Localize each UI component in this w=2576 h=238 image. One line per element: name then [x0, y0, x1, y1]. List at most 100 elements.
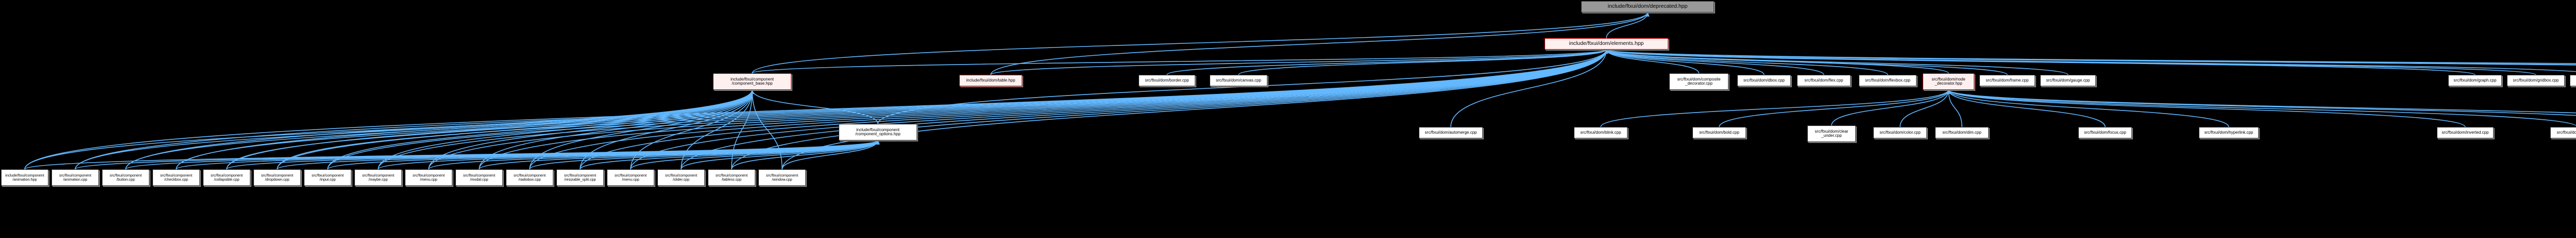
graph-node-n6[interactable]: src/ftxui/dom/composite _decorator.cpp: [1669, 73, 1728, 90]
graph-node-label: include/ftxui/dom/elements.hpp: [1569, 41, 1644, 47]
graph-edge: [1605, 49, 2476, 75]
graph-node-n10[interactable]: src/ftxui/dom/node _decorator.hpp: [1923, 73, 1974, 90]
graph-node-n47[interactable]: src/ftxui/component /window.cpp: [758, 169, 806, 186]
graph-node-n2[interactable]: include/ftxui/component /component_base.…: [713, 73, 791, 90]
graph-edge: [529, 140, 880, 170]
graph-node-n0[interactable]: include/ftxui/dom/deprecated.hpp: [1581, 1, 1714, 12]
graph-node-n14[interactable]: src/ftxui/dom/gridbox.cpp: [2507, 75, 2565, 86]
graph-edge: [378, 49, 1608, 170]
graph-node-label: include/ftxui/dom/table.hpp: [966, 78, 1015, 83]
graph-node-n34[interactable]: src/ftxui/component /button.cpp: [102, 169, 149, 186]
graph-node-n1[interactable]: include/ftxui/dom/elements.hpp: [1545, 38, 1668, 50]
graph-edge: [529, 49, 1608, 170]
graph-edge: [277, 140, 880, 170]
graph-edge: [226, 49, 1608, 170]
graph-node-n9[interactable]: src/ftxui/dom/flexbox.cpp: [1859, 75, 1917, 86]
graph-edge: [731, 89, 754, 170]
graph-edge: [731, 140, 880, 170]
graph-edge: [479, 49, 1608, 170]
graph-node-label: include/ftxui/dom/deprecated.hpp: [1607, 4, 1688, 10]
graph-node-n37[interactable]: src/ftxui/component /dropdown.cpp: [253, 169, 301, 186]
graph-node-n3[interactable]: include/ftxui/dom/table.hpp: [959, 75, 1022, 86]
graph-node-label: include/ftxui/component /component_base.…: [730, 77, 774, 86]
graph-edge: [782, 49, 1608, 170]
graph-node-n25[interactable]: src/ftxui/dom/dim.cpp: [1935, 127, 1989, 138]
graph-node-n5[interactable]: src/ftxui/dom/canvas.cpp: [1210, 75, 1267, 86]
graph-node-n11[interactable]: src/ftxui/dom/frame.cpp: [1979, 75, 2035, 86]
graph-edge: [75, 89, 754, 170]
graph-edge: [479, 89, 754, 170]
graph-node-n21[interactable]: src/ftxui/dom/blink.cpp: [1574, 127, 1628, 138]
graph-node-n12[interactable]: src/ftxui/dom/gauge.cpp: [2040, 75, 2096, 86]
graph-edge: [75, 140, 880, 170]
graph-edge: [681, 49, 1608, 170]
graph-node-n28[interactable]: src/ftxui/dom/inverted.cpp: [2437, 127, 2494, 138]
graph-node-n20[interactable]: src/ftxui/dom/automerge.cpp: [1419, 127, 1483, 138]
graph-node-label: src/ftxui/dom/dim.cpp: [1942, 130, 1981, 135]
graph-node-n33[interactable]: src/ftxui/component /animation.cpp: [52, 169, 99, 186]
graph-edge: [428, 89, 754, 170]
graph-node-n15[interactable]: src/ftxui/dom/hbox.cpp: [2570, 75, 2576, 86]
graph-node-n42[interactable]: src/ftxui/component /radiobox.cpp: [506, 169, 553, 186]
graph-edge: [630, 89, 754, 170]
graph-edge: [327, 140, 880, 170]
graph-edge: [750, 89, 783, 170]
graph-edge: [479, 140, 880, 170]
graph-node-n4[interactable]: src/ftxui/dom/border.cpp: [1139, 75, 1195, 86]
graph-node-n29[interactable]: src/ftxui/dom/italic.cpp: [2550, 127, 2576, 138]
graph-node-n19[interactable]: include/ftxui/component /component_optio…: [839, 124, 917, 140]
graph-node-label: src/ftxui/dom/bold.cpp: [1699, 130, 1739, 135]
graph-edge: [176, 140, 880, 170]
graph-edge: [1604, 49, 1700, 74]
graph-node-n8[interactable]: src/ftxui/dom/flex.cpp: [1797, 75, 1851, 86]
graph-edge: [75, 49, 1608, 170]
graph-node-label: src/ftxui/dom/blink.cpp: [1580, 130, 1621, 135]
graph-node-n40[interactable]: src/ftxui/component /menu.cpp: [405, 169, 452, 186]
graph-node-n32[interactable]: include/ftxui/component /animation.hpp: [1, 169, 48, 186]
graph-edge: [428, 140, 880, 170]
graph-edge: [681, 89, 754, 170]
graph-node-n24[interactable]: src/ftxui/dom/color.cpp: [1873, 127, 1927, 138]
graph-node-n38[interactable]: src/ftxui/component /input.cpp: [304, 169, 351, 186]
graph-node-n44[interactable]: src/ftxui/component /menu.cpp: [607, 169, 654, 186]
graph-edge: [1605, 49, 2576, 66]
graph-node-label: src/ftxui/dom/hbox.cpp: [2570, 78, 2576, 83]
graph-edge: [1946, 89, 1962, 128]
graph-edge: [752, 12, 1650, 74]
graph-node-n13[interactable]: src/ftxui/dom/graph.cpp: [2448, 75, 2502, 86]
graph-edge: [1719, 89, 1951, 128]
graph-node-n46[interactable]: src/ftxui/component /tabless.cpp: [708, 169, 755, 186]
graph-node-n45[interactable]: src/ftxui/component /slider.cpp: [657, 169, 705, 186]
graph-node-n43[interactable]: src/ftxui/component /resizable_split.cpp: [556, 169, 604, 186]
graph-node-label: include/ftxui/component /component_optio…: [855, 128, 901, 136]
graph-node-label: src/ftxui/dom/frame.cpp: [1986, 78, 2029, 83]
graph-node-label: src/ftxui/component /resizable_split.cpp: [564, 173, 597, 182]
graph-edge: [1450, 49, 1608, 128]
graph-edge: [1831, 89, 1951, 126]
graph-node-n23[interactable]: src/ftxui/dom/clear _under.cpp: [1807, 125, 1856, 142]
graph-node-n27[interactable]: src/ftxui/dom/hyperlink.cpp: [2199, 127, 2259, 138]
graph-node-label: src/ftxui/dom/border.cpp: [1145, 78, 1189, 83]
graph-node-n36[interactable]: src/ftxui/component /collapsible.cpp: [203, 169, 250, 186]
graph-node-label: src/ftxui/dom/graph.cpp: [2453, 78, 2497, 83]
graph-node-n26[interactable]: src/ftxui/dom/focus.cpp: [2078, 127, 2132, 138]
graph-edge: [782, 140, 880, 170]
graph-node-n7[interactable]: src/ftxui/dom/dbox.cpp: [1737, 75, 1791, 86]
graph-edge: [990, 49, 1608, 75]
graph-edge: [1946, 89, 2229, 128]
graph-node-label: src/ftxui/component /tabless.cpp: [715, 173, 748, 182]
graph-node-label: src/ftxui/component /animation.cpp: [59, 173, 92, 182]
graph-node-n22[interactable]: src/ftxui/dom/bold.cpp: [1692, 127, 1746, 138]
graph-node-n39[interactable]: src/ftxui/component /maybe.cpp: [354, 169, 402, 186]
graph-edge: [24, 89, 754, 170]
graph-node-n35[interactable]: src/ftxui/component /checkbox.cpp: [152, 169, 200, 186]
graph-node-n41[interactable]: src/ftxui/component /modal.cpp: [455, 169, 503, 186]
graph-edge: [750, 89, 878, 124]
graph-edge: [125, 89, 754, 170]
graph-edge: [1946, 89, 2576, 114]
graph-edge: [24, 140, 880, 170]
graph-edge: [226, 140, 880, 170]
graph-node-label: src/ftxui/component /collapsible.cpp: [210, 173, 243, 182]
